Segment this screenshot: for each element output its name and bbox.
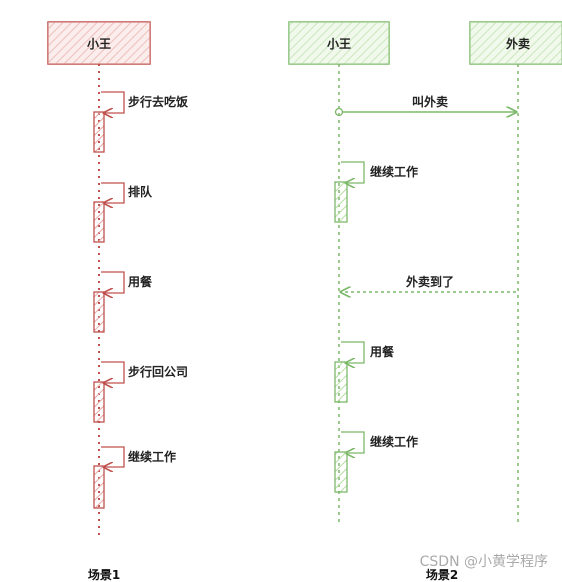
scene2-actor-left-box: 小王	[288, 21, 390, 65]
scene1: 小王 步行去吃饭 排队 用餐 步行回公司	[47, 21, 188, 582]
scene1-step-5: 继续工作	[93, 446, 176, 509]
scene2-step-3: 继续工作	[334, 431, 418, 493]
scene1-step-3-label: 用餐	[127, 274, 153, 289]
scene2-step-1: 继续工作	[334, 161, 418, 223]
scene1-actor-label: 小王	[87, 36, 111, 51]
scene2-message-call: 叫外卖	[334, 94, 517, 116]
watermark: CSDN @小黄学程序	[420, 553, 548, 570]
scene1-step-1-label: 步行去吃饭	[128, 94, 188, 109]
scene2-actor-left-label: 小王	[327, 36, 351, 51]
scene2-message-arrive-label: 外卖到了	[406, 274, 454, 289]
scene2-message-call-label: 叫外卖	[412, 94, 448, 109]
scene2-step-3-label: 继续工作	[370, 434, 418, 449]
scene2-step-2: 用餐	[334, 341, 395, 403]
scene1-step-3: 用餐	[93, 271, 153, 333]
scene2-actor-right-label: 外卖	[506, 36, 530, 51]
scene2-actor-right-box: 外卖	[469, 21, 562, 65]
scene1-step-4: 步行回公司	[93, 361, 188, 423]
scene1-step-5-label: 继续工作	[128, 449, 176, 464]
scene2-step-2-label: 用餐	[369, 344, 395, 359]
scene1-step-2-label: 排队	[128, 184, 153, 199]
scene2-caption: 场景2	[426, 568, 458, 582]
scene1-step-4-label: 步行回公司	[128, 364, 188, 379]
scene1-step-1: 步行去吃饭	[93, 91, 188, 153]
scene1-actor-box: 小王	[47, 21, 151, 65]
scene1-step-2: 排队	[93, 182, 153, 243]
scene2-step-1-label: 继续工作	[370, 164, 418, 179]
scene2: 小王 外卖 叫外卖 继续工作 外卖到了	[288, 21, 562, 582]
scene1-caption: 场景1	[88, 568, 120, 582]
scene2-message-arrive: 外卖到了	[341, 274, 516, 292]
